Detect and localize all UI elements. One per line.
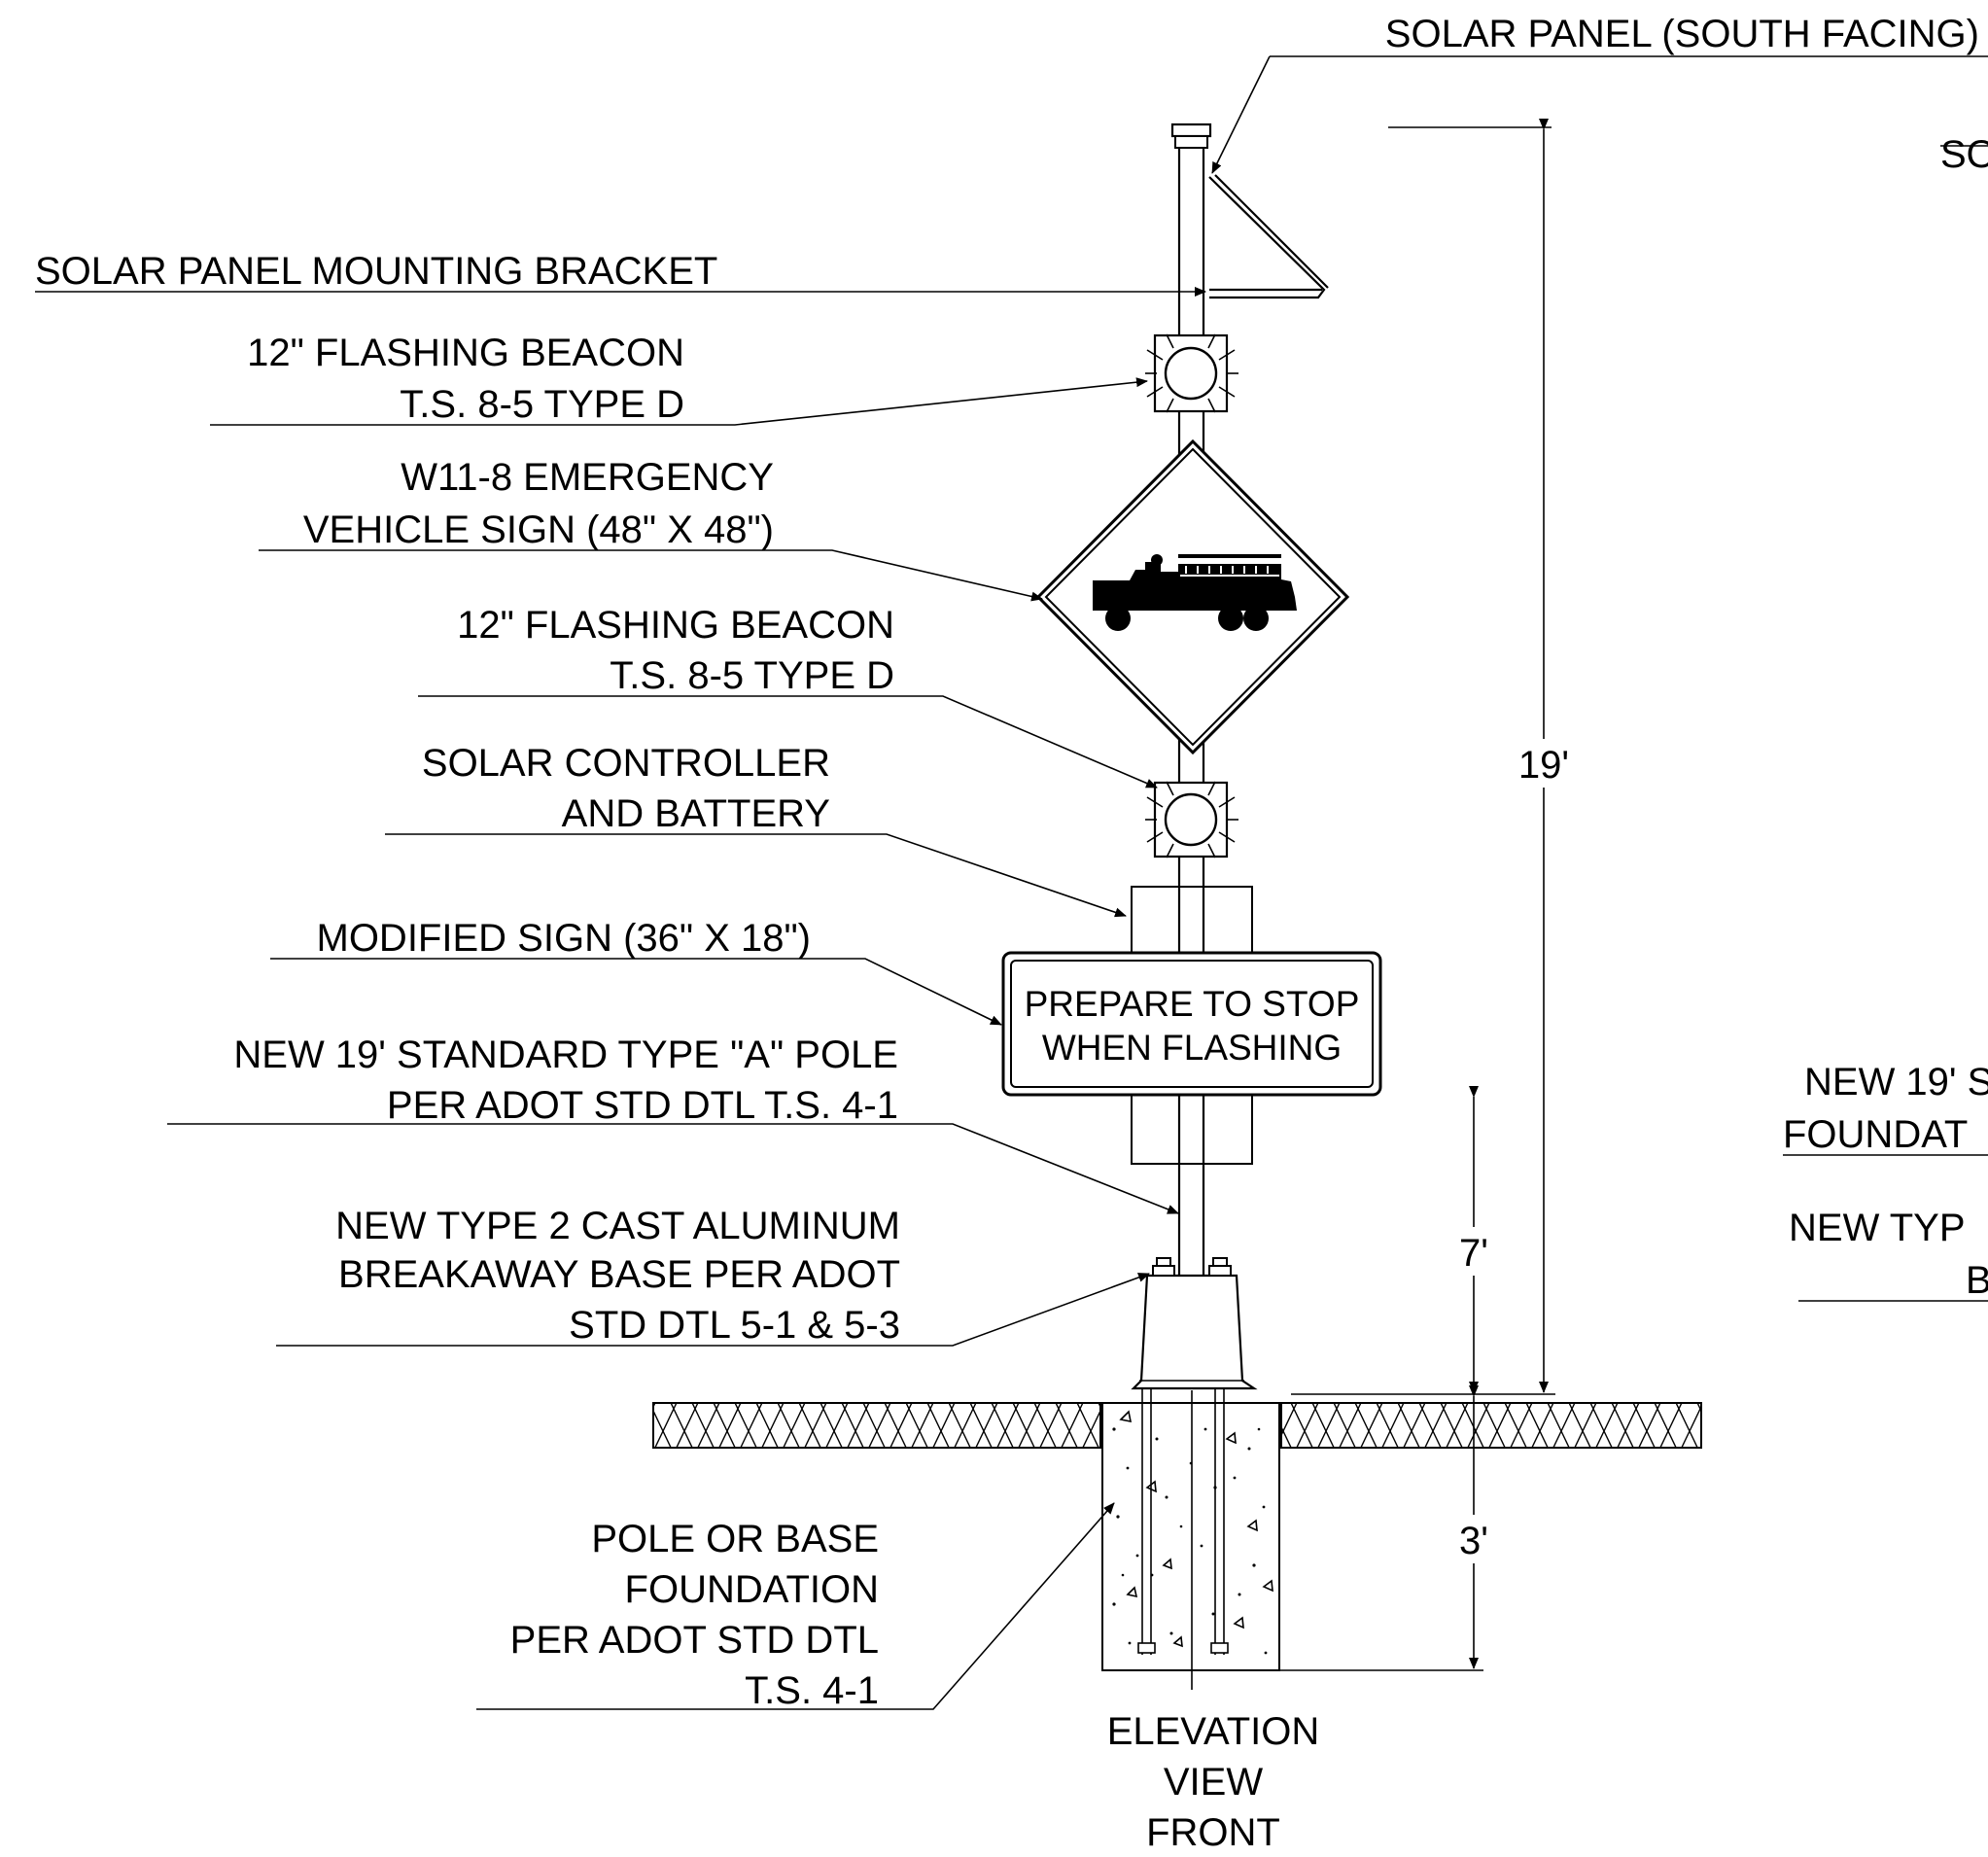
solar-panel-label: SOLAR PANEL (SOUTH FACING) <box>1385 13 1979 55</box>
foundation-label-2: FOUNDATION <box>625 1568 879 1611</box>
modified-sign-line2: WHEN FLASHING <box>1042 1028 1342 1068</box>
view-label-1: ELEVATION <box>1107 1710 1320 1753</box>
beacon-top-label-1: 12" FLASHING BEACON <box>247 332 684 374</box>
modified-sign-line1: PREPARE TO STOP <box>1025 984 1360 1024</box>
dimension-7ft-label: 7' <box>1459 1232 1488 1275</box>
dimension-3ft-label: 3' <box>1459 1520 1488 1562</box>
breakaway-base <box>1131 1257 1258 1390</box>
right-cut-label-3: NEW TYP <box>1789 1207 1966 1249</box>
view-label-3: FRONT <box>1146 1811 1280 1854</box>
w11-8-emergency-vehicle-sign <box>1035 438 1350 755</box>
leader-lines <box>35 55 1988 1710</box>
fire-truck-icon <box>1093 554 1297 631</box>
beacon-bottom-label-2: T.S. 8-5 TYPE D <box>610 654 894 697</box>
w11-sign-label-2: VEHICLE SIGN (48" X 48") <box>303 508 774 551</box>
right-cut-label-1: NEW 19' S <box>1804 1061 1988 1104</box>
base-label-1: NEW TYPE 2 CAST ALUMINUM <box>335 1205 900 1247</box>
base-label-2: BREAKAWAY BASE PER ADOT <box>338 1253 900 1296</box>
base-label-3: STD DTL 5-1 & 5-3 <box>569 1304 900 1347</box>
controller-label-1: SOLAR CONTROLLER <box>422 742 830 785</box>
beacon-bottom-label-1: 12" FLASHING BEACON <box>457 604 894 647</box>
solar-panel-right-label: SO <box>1940 133 1988 176</box>
modified-sign: PREPARE TO STOP WHEN FLASHING <box>1001 951 1382 1097</box>
right-cut-label-4: B <box>1966 1259 1988 1302</box>
flashing-beacon-icon <box>1145 333 1238 413</box>
dimension-19ft-label: 19' <box>1518 744 1569 787</box>
pole-label-1: NEW 19' STANDARD TYPE "A" POLE <box>233 1034 898 1076</box>
w11-sign-label-1: W11-8 EMERGENCY <box>401 456 774 499</box>
foundation-label-4: T.S. 4-1 <box>745 1669 879 1712</box>
dimension-19ft: 19' <box>1291 119 1571 1395</box>
ground-hatch <box>652 1402 1702 1449</box>
mounting-bracket-label: SOLAR PANEL MOUNTING BRACKET <box>35 250 717 293</box>
flashing-beacon-icon <box>1145 781 1238 858</box>
dimension-7ft: 7' <box>1450 1086 1497 1393</box>
controller-label-2: AND BATTERY <box>562 792 830 835</box>
foundation-label-3: PER ADOT STD DTL <box>510 1619 879 1662</box>
view-label-2: VIEW <box>1164 1761 1263 1804</box>
callout-labels: SOLAR PANEL (SOUTH FACING) SO SOLAR PANE… <box>35 13 1988 1854</box>
dimension-3ft: 3' <box>1279 1385 1497 1671</box>
pole-label-2: PER ADOT STD DTL T.S. 4-1 <box>387 1084 898 1127</box>
modified-sign-label: MODIFIED SIGN (36" X 18") <box>317 917 812 960</box>
beacon-top-label-2: T.S. 8-5 TYPE D <box>400 383 684 426</box>
foundation-label-1: POLE OR BASE <box>591 1518 879 1560</box>
right-cut-label-2: FOUNDAT <box>1783 1113 1968 1156</box>
concrete-foundation <box>1101 1384 1280 1690</box>
solar-panel <box>1208 174 1329 299</box>
